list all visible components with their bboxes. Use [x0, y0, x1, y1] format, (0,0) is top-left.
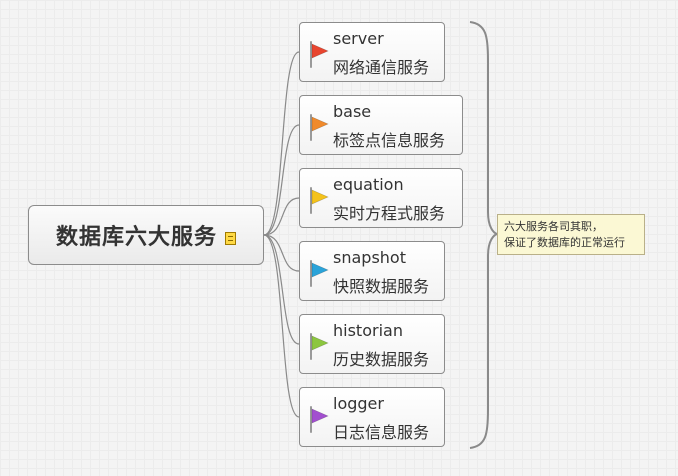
red-flag-icon — [310, 41, 329, 68]
topic-equation[interactable]: equation 实时方程式服务 — [299, 168, 463, 228]
topic-name: server — [333, 29, 384, 48]
topic-name: historian — [333, 321, 403, 340]
summary-bracket — [469, 21, 501, 449]
topic-base[interactable]: base 标签点信息服务 — [299, 95, 463, 155]
topic-name: equation — [333, 175, 404, 194]
branch-connector — [263, 234, 300, 418]
topic-description: 快照数据服务 — [333, 277, 430, 296]
callout-line: 六大服务各司其职， — [504, 220, 603, 233]
purple-flag-icon — [310, 406, 329, 433]
topic-description: 网络通信服务 — [333, 58, 430, 77]
topic-name: base — [333, 102, 372, 121]
branch-connector — [263, 197, 300, 236]
branch-connector — [263, 124, 300, 236]
topic-description: 标签点信息服务 — [333, 131, 446, 150]
central-topic[interactable]: 数据库六大服务 — [28, 205, 264, 265]
note-icon[interactable] — [225, 231, 236, 245]
central-topic-title: 数据库六大服务 — [55, 225, 217, 250]
topic-description: 实时方程式服务 — [333, 204, 446, 223]
yellow-flag-icon — [310, 187, 329, 214]
topic-logger[interactable]: logger 日志信息服务 — [299, 387, 445, 447]
topic-description: 日志信息服务 — [333, 423, 430, 442]
orange-flag-icon — [310, 114, 329, 141]
callout-line: 保证了数据库的正常运行 — [504, 236, 625, 249]
branch-connector — [263, 51, 300, 236]
summary-callout[interactable]: 六大服务各司其职， 保证了数据库的正常运行 — [497, 214, 645, 255]
topic-historian[interactable]: historian 历史数据服务 — [299, 314, 445, 374]
topic-description: 历史数据服务 — [333, 350, 430, 369]
blue-flag-icon — [310, 260, 329, 287]
topic-name: snapshot — [333, 248, 406, 267]
branch-connector — [263, 234, 300, 345]
branch-connector — [263, 234, 300, 272]
topic-server[interactable]: server 网络通信服务 — [299, 22, 445, 82]
topic-snapshot[interactable]: snapshot 快照数据服务 — [299, 241, 445, 301]
topic-name: logger — [333, 394, 384, 413]
green-flag-icon — [310, 333, 329, 360]
